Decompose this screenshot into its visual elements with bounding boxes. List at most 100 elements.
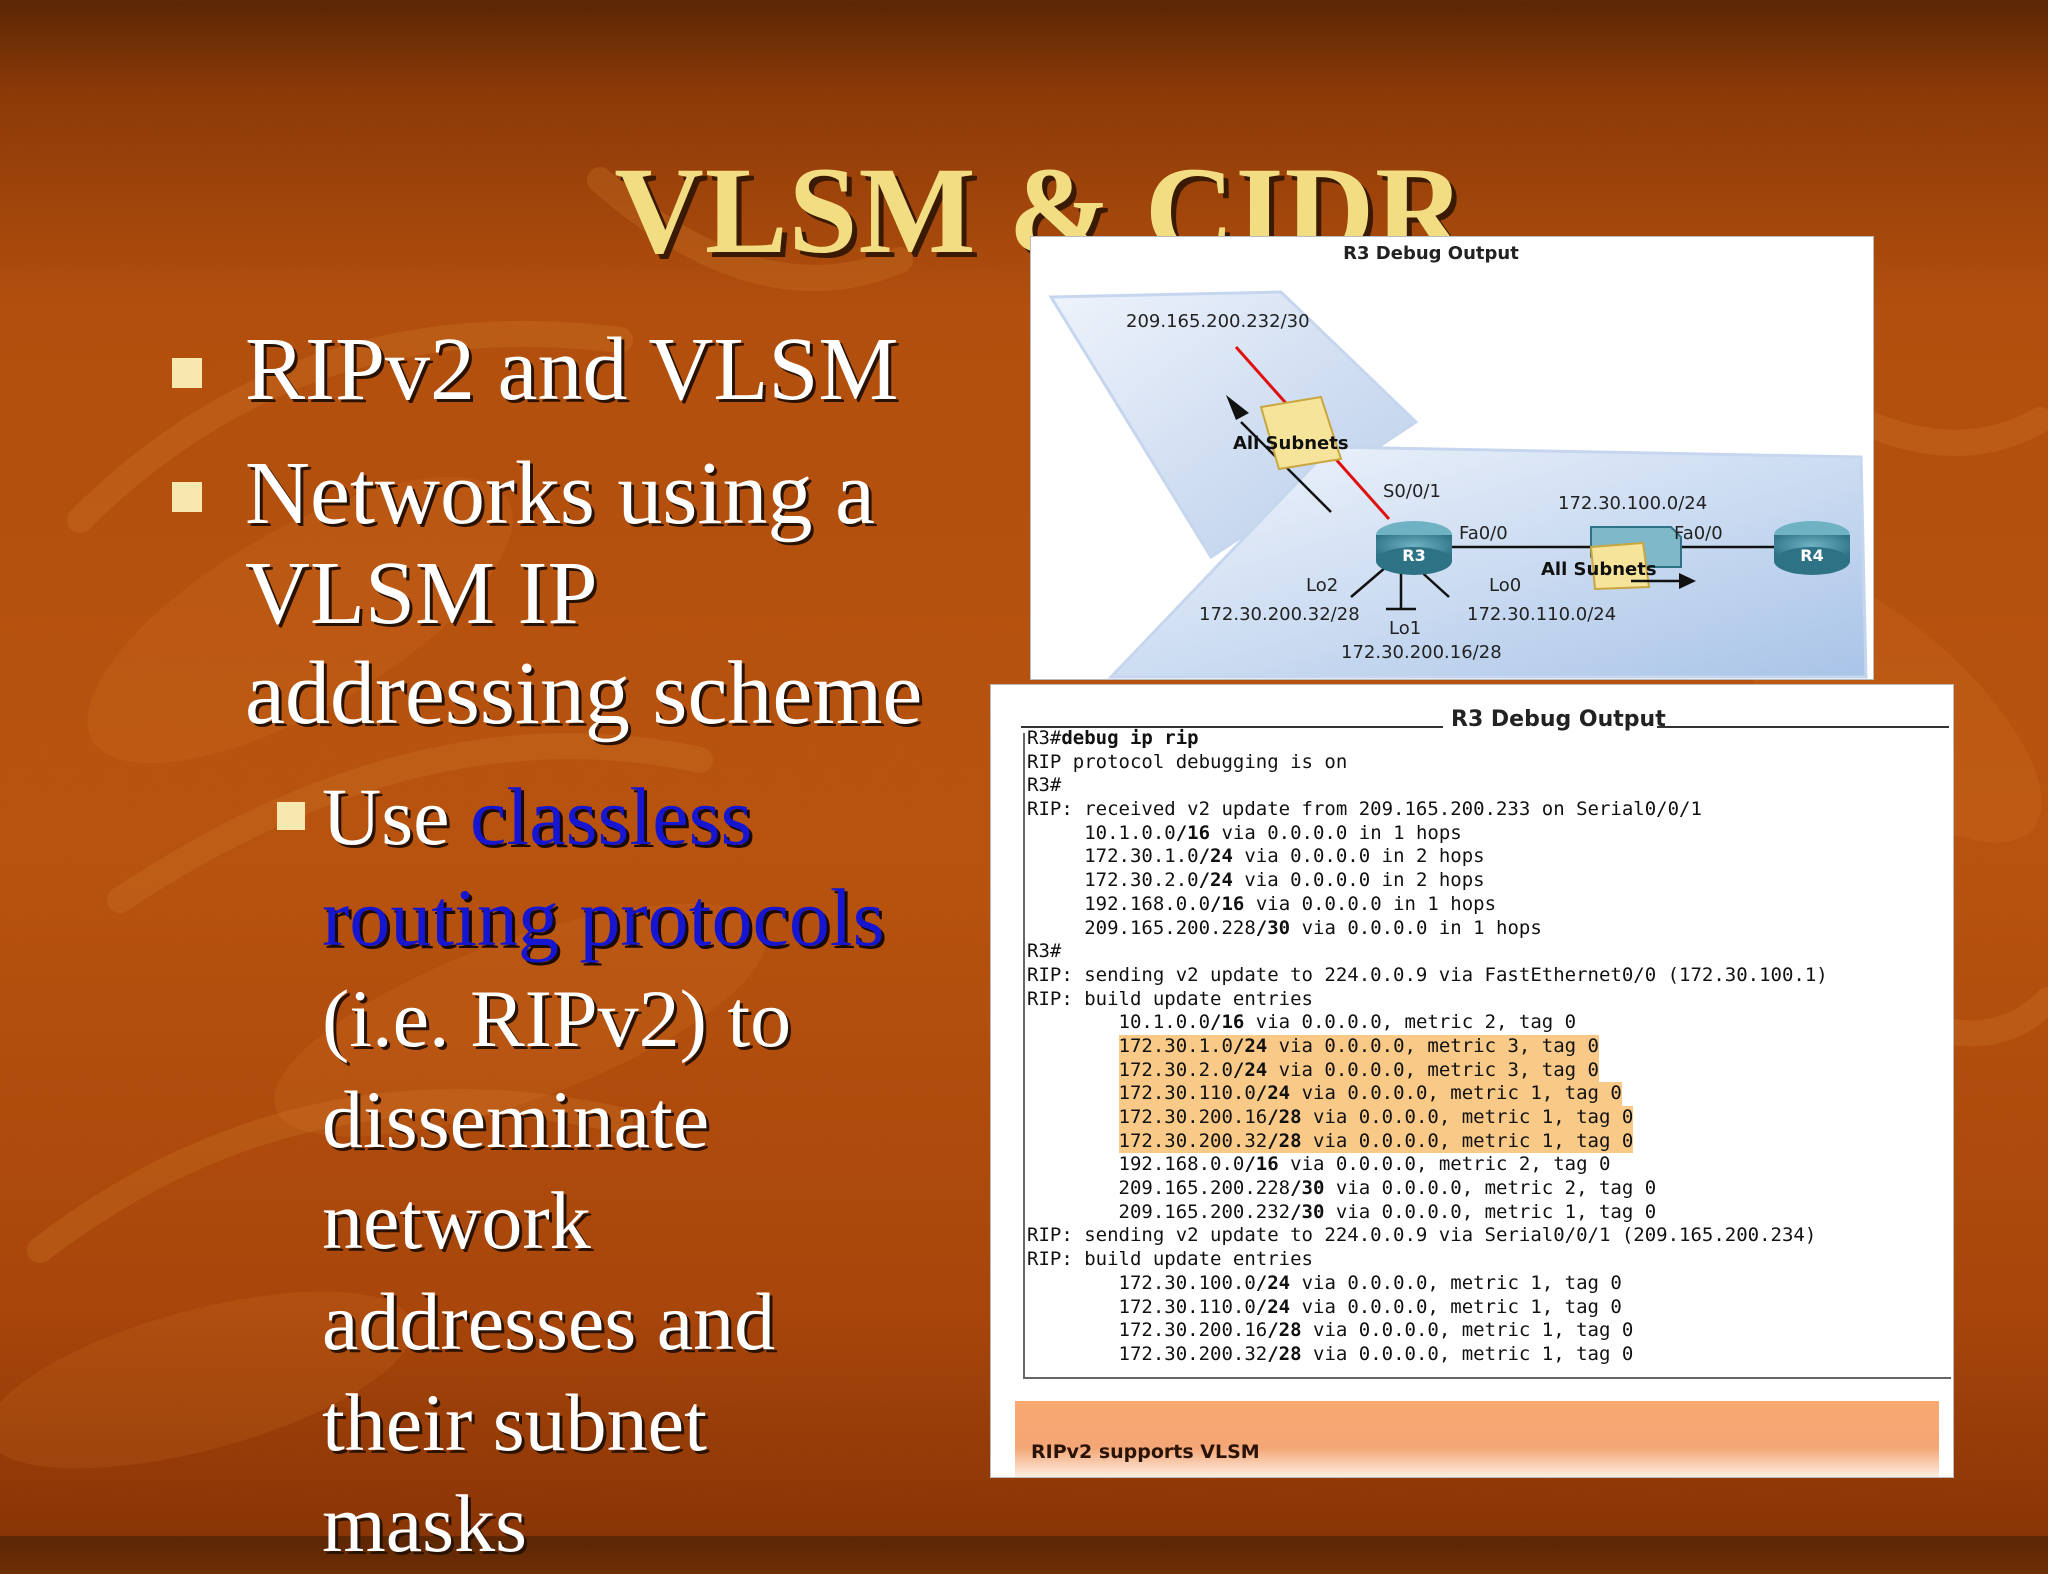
console-mask: /24 — [1255, 1082, 1291, 1105]
console-mask: /16 — [1210, 1011, 1245, 1034]
sub-bullet-text: disseminate — [322, 1074, 710, 1165]
console-text: 10.1.0.0 — [1118, 1011, 1211, 1034]
topology-diagram: R3 Debug Output 209.165.200.232/30 All S… — [1048, 243, 1868, 679]
console-text: via 0.0.0.0, metric 1, tag 0 — [1290, 1271, 1622, 1294]
console-text: 209.165.200.228 — [1084, 916, 1256, 939]
console-mask: /30 — [1255, 916, 1291, 939]
console-line: 10.1.0.0/16 via 0.0.0.0 in 1 hops — [1027, 822, 1947, 846]
console-text: via 0.0.0.0, metric 1, tag 0 — [1324, 1200, 1657, 1223]
console-text: 172.30.110.0 — [1118, 1295, 1256, 1318]
console-mask: /24 — [1255, 1295, 1291, 1318]
console-text: 172.30.200.32 — [1118, 1342, 1268, 1365]
console-mask: /24 — [1232, 1058, 1268, 1081]
interface-label: Fa0/0 — [1674, 523, 1723, 544]
console-line: 172.30.2.0/24 via 0.0.0.0 in 2 hops — [1027, 869, 1947, 893]
console-text: via 0.0.0.0 in 1 hops — [1244, 892, 1497, 915]
sub-bullet-text: (i.e. RIPv2) to — [322, 973, 792, 1064]
console-text: 172.30.200.32 — [1118, 1129, 1268, 1152]
console-text: via 0.0.0.0 in 2 hops — [1232, 869, 1485, 892]
router-label: R3 — [1402, 546, 1425, 565]
update-label: All Subnets — [1541, 559, 1657, 580]
console-line: 209.165.200.228/30 via 0.0.0.0, metric 2… — [1027, 1177, 1947, 1201]
console-text: via 0.0.0.0, metric 3, tag 0 — [1267, 1058, 1599, 1081]
interface-label: Lo2 — [1306, 575, 1338, 596]
console-line: 192.168.0.0/16 via 0.0.0.0 in 1 hops — [1027, 893, 1947, 917]
console-line: R3# — [1027, 774, 1947, 798]
bullet-text: addressing scheme — [245, 644, 923, 743]
console-mask: /24 — [1255, 1271, 1291, 1294]
console-line: RIP: received v2 update from 209.165.200… — [1027, 798, 1947, 822]
console-mask: /16 — [1244, 1153, 1279, 1176]
bullet-list: RIPv2 and VLSM Networks using a VLSM IP … — [170, 320, 970, 1574]
console-line: R3#debug ip rip — [1027, 727, 1947, 751]
bullet-square-icon — [172, 358, 202, 388]
console-text: via 0.0.0.0, metric 1, tag 0 — [1301, 1106, 1634, 1128]
console-text: via 0.0.0.0, metric 1, tag 0 — [1301, 1129, 1634, 1152]
update-label: All Subnets — [1233, 433, 1349, 454]
console-text: via 0.0.0.0, metric 2, tag 0 — [1244, 1011, 1577, 1034]
console-text: via 0.0.0.0, metric 2, tag 0 — [1278, 1153, 1611, 1176]
console-text: R3# — [1027, 727, 1062, 749]
console-mask: /28 — [1267, 1129, 1302, 1152]
network-label: 172.30.110.0/24 — [1467, 604, 1616, 625]
console-line: 172.30.1.0/24 via 0.0.0.0, metric 3, tag… — [1027, 1034, 1947, 1059]
console-line: 209.165.200.232/30 via 0.0.0.0, metric 1… — [1027, 1201, 1947, 1225]
console-line: RIP: build update entries — [1027, 988, 1947, 1012]
console-line: RIP: sending v2 update to 224.0.0.9 via … — [1027, 1224, 1947, 1248]
console-mask: /30 — [1290, 1200, 1325, 1223]
console-line: 172.30.110.0/24 via 0.0.0.0, metric 1, t… — [1027, 1296, 1947, 1320]
wan-plane — [1048, 290, 1419, 560]
console-text: via 0.0.0.0, metric 1, tag 0 — [1290, 1082, 1622, 1105]
console-line: 172.30.200.16/28 via 0.0.0.0, metric 1, … — [1027, 1106, 1947, 1130]
interface-label: Fa0/0 — [1459, 523, 1508, 544]
arrow-head-icon — [1679, 573, 1696, 589]
bullet-square-icon — [277, 802, 305, 830]
console-mask: /24 — [1198, 845, 1233, 868]
console-text: 172.30.200.16 — [1118, 1319, 1268, 1342]
console-text: RIP: sending v2 update to 224.0.0.9 via … — [1027, 1224, 1817, 1247]
console-mask: /28 — [1267, 1342, 1302, 1365]
loopback-link — [1350, 566, 1387, 598]
console-line: RIP: build update entries — [1027, 1248, 1947, 1272]
console-text: via 0.0.0.0, metric 1, tag 0 — [1301, 1342, 1634, 1365]
console-text: via 0.0.0.0, metric 1, tag 0 — [1290, 1295, 1622, 1318]
console-text: RIP: build update entries — [1027, 1248, 1313, 1271]
terminal-box — [1023, 733, 1951, 1379]
console-text: 172.30.1.0 — [1118, 1034, 1233, 1057]
interface-label: Lo0 — [1489, 575, 1521, 596]
bullet-item: Networks using a VLSM IP addressing sche… — [170, 444, 970, 744]
bullet-square-icon — [172, 482, 202, 512]
debug-header: R3 Debug Output — [1009, 705, 1949, 735]
highlight-text: routing protocols — [322, 872, 885, 963]
bullet-text: RIPv2 and VLSM — [245, 320, 899, 419]
console-line: R3# — [1027, 940, 1947, 964]
console-mask: /30 — [1290, 1177, 1325, 1200]
console-line: RIP: sending v2 update to 224.0.0.9 via … — [1027, 964, 1947, 988]
figure-caption-bar: RIPv2 supports VLSM — [1015, 1401, 1939, 1477]
sub-bullet-text: network — [322, 1175, 591, 1266]
console-mask: /16 — [1175, 821, 1211, 844]
sub-bullet-item: Use classless routing protocols (i.e. RI… — [170, 766, 970, 1574]
console-line: 192.168.0.0/16 via 0.0.0.0, metric 2, ta… — [1027, 1153, 1947, 1177]
console-text: RIP: sending v2 update to 224.0.0.9 via … — [1027, 963, 1828, 986]
bullet-item: RIPv2 and VLSM — [170, 320, 970, 420]
console-text: RIP: build update entries — [1027, 987, 1313, 1010]
console-text: 192.168.0.0 — [1118, 1153, 1245, 1176]
console-text: 10.1.0.0 — [1084, 821, 1176, 844]
envelope-icon — [1259, 395, 1343, 471]
console-text: 172.30.2.0 — [1118, 1058, 1233, 1081]
console-text: RIP: received v2 update from 209.165.200… — [1027, 798, 1702, 821]
console-line: 172.30.2.0/24 via 0.0.0.0, metric 3, tag… — [1027, 1058, 1947, 1083]
console-text: via 0.0.0.0, metric 1, tag 0 — [1301, 1319, 1634, 1342]
router-label: R4 — [1800, 546, 1823, 565]
network-label: 209.165.200.232/30 — [1126, 311, 1310, 332]
console-text: via 0.0.0.0 in 1 hops — [1210, 821, 1462, 844]
console-text: 209.165.200.228 — [1118, 1177, 1291, 1200]
arrow-head-icon — [1226, 395, 1249, 420]
console-mask: /24 — [1198, 869, 1233, 892]
console-line: 209.165.200.228/30 via 0.0.0.0 in 1 hops — [1027, 917, 1947, 941]
lan-plane — [1107, 445, 1868, 679]
sub-bullet-text: Use — [322, 771, 471, 862]
interface-label: S0/0/1 — [1383, 481, 1441, 502]
